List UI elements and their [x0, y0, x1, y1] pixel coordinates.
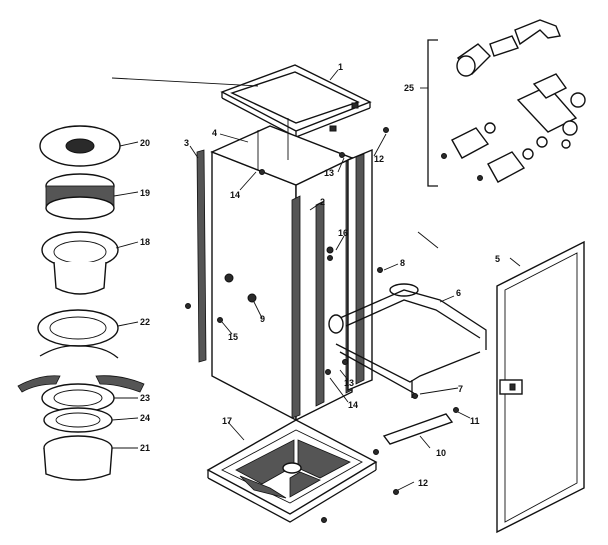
callout-5: 5 [495, 254, 500, 264]
callout-21: 21 [140, 443, 150, 453]
callout-11: 11 [470, 416, 480, 426]
corner-strip-part-3 [196, 149, 207, 363]
callout-10: 10 [436, 448, 446, 458]
callout-4: 4 [212, 128, 217, 138]
drain-parts-stack [17, 125, 145, 481]
callout-22: 22 [140, 317, 150, 327]
callout-18: 18 [140, 237, 150, 247]
callout-16: 16 [338, 228, 348, 238]
shower-valve-assembly-part-25 [427, 19, 586, 187]
callout-23: 23 [140, 393, 150, 403]
callout-19: 19 [140, 188, 150, 198]
stall-panels-part-2-4 [210, 118, 354, 422]
callout-12-top: 12 [374, 154, 384, 164]
callout-15: 15 [228, 332, 238, 342]
top-frame-part-1 [220, 64, 372, 138]
leader-lines [111, 69, 521, 491]
callout-9: 9 [260, 314, 265, 324]
callout-20: 20 [140, 138, 150, 148]
callout-24: 24 [140, 413, 150, 423]
callout-17: 17 [222, 416, 232, 426]
callout-1: 1 [338, 62, 343, 72]
callout-2: 2 [320, 197, 325, 207]
trim-strip-part-10 [373, 407, 459, 455]
callout-14-top: 14 [230, 190, 240, 200]
pipe-frame-part-6 [328, 283, 487, 398]
shower-base-part-17 [206, 419, 399, 523]
door-part-5 [496, 240, 585, 534]
screws [185, 127, 418, 399]
callout-13-top: 13 [324, 168, 334, 178]
callout-14-bottom: 14 [348, 400, 358, 410]
callout-13-bottom: 13 [344, 378, 354, 388]
callout-7: 7 [458, 384, 463, 394]
callout-12-bottom: 12 [418, 478, 428, 488]
callout-3: 3 [184, 138, 189, 148]
corner-post-part-13 [347, 148, 373, 392]
callout-6: 6 [456, 288, 461, 298]
callout-25: 25 [404, 83, 414, 93]
callout-labels: 1 2 3 4 5 6 7 8 9 10 11 12 12 13 13 14 1… [140, 62, 500, 488]
callout-8: 8 [400, 258, 405, 268]
